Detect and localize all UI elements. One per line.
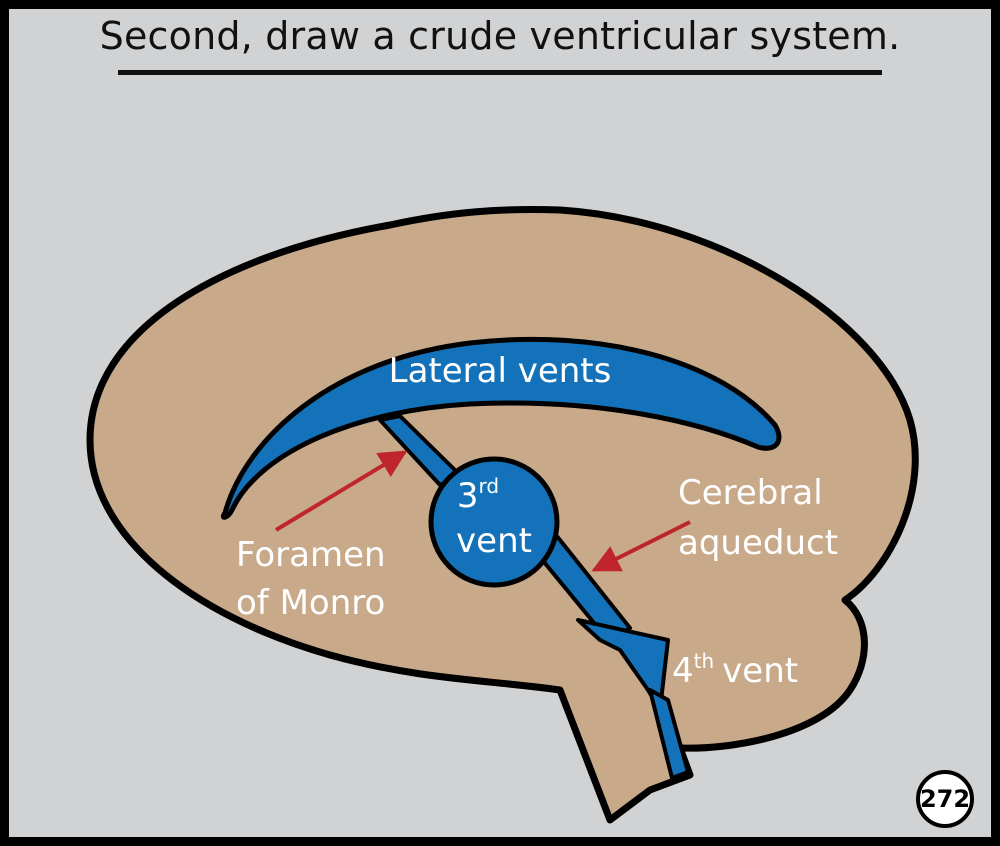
page-title: Second, draw a crude ventricular system. [99,14,901,58]
title-underline [118,70,882,75]
foramen-label-line2: of Monro [236,583,385,623]
third-ventricle [428,456,560,588]
aqueduct-label-line1: Cerebral [678,473,823,513]
aqueduct-arrow [591,520,691,572]
aqueduct-label-line2: aqueduct [678,523,838,563]
foramen-label-line1: Foramen [236,535,386,575]
page-number-badge: 272 [916,770,974,828]
ventricles [220,336,782,780]
foramen-arrow [274,450,408,532]
third-vent-label: 3rd [457,474,499,516]
central-canal [648,688,690,780]
third-vent-word: vent [456,521,532,561]
lateral-ventricle [220,336,782,520]
lateral-vents-label: Lateral vents [389,351,612,391]
